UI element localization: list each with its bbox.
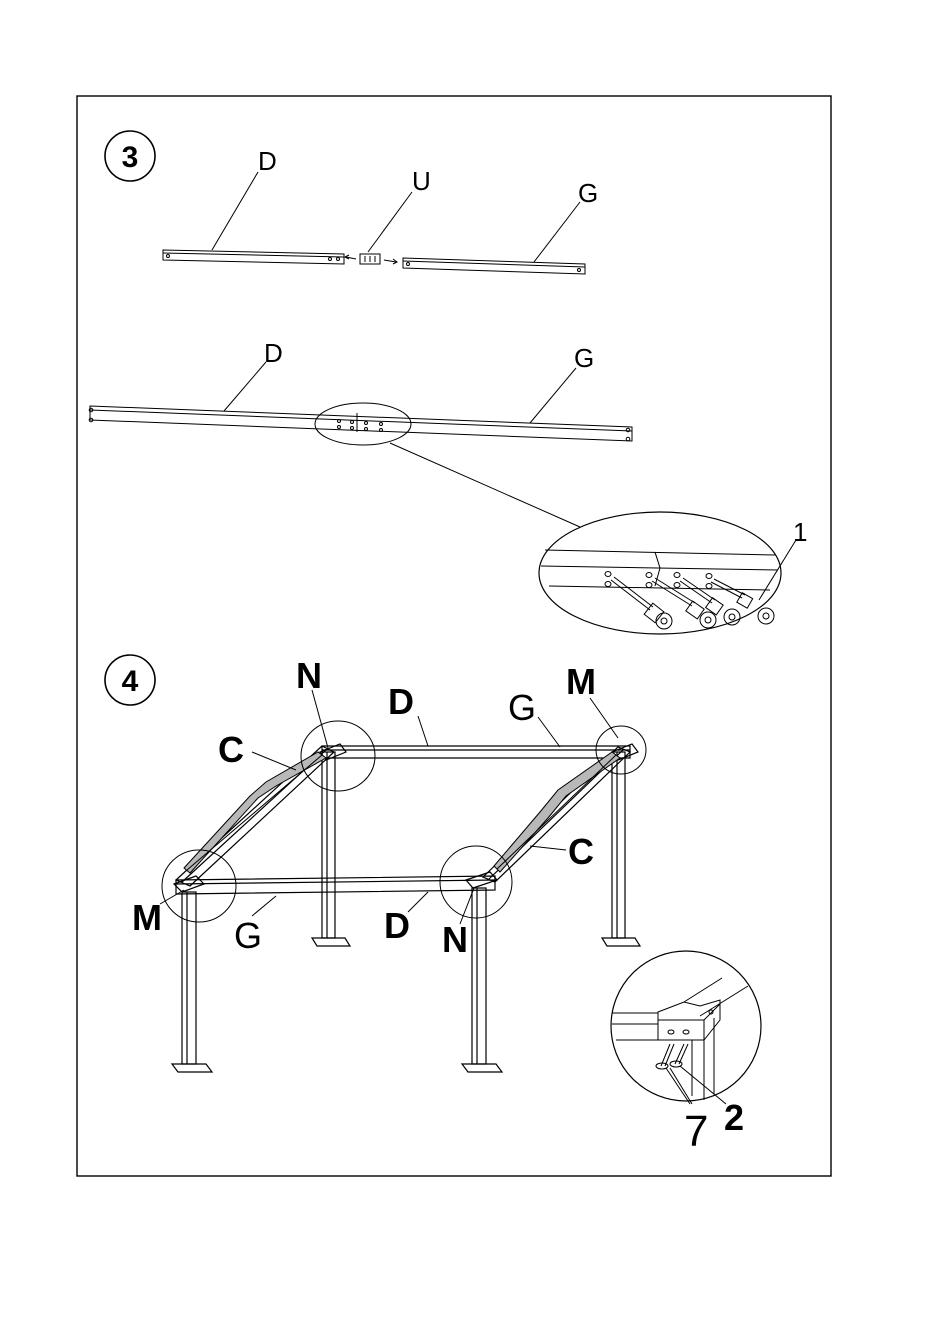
label-part-1: 1 xyxy=(793,517,807,547)
label-d-bottom: D xyxy=(384,905,410,946)
label-u: U xyxy=(412,166,431,196)
label-g-bottom: G xyxy=(234,915,262,956)
label-m-top: M xyxy=(566,661,596,702)
label-part-7: 7 xyxy=(684,1107,708,1156)
step-3-number: 3 xyxy=(122,141,139,174)
brace-c-right xyxy=(494,752,620,872)
label-c-left: C xyxy=(218,729,244,770)
detail-corner-bolts: 7 2 xyxy=(611,951,761,1156)
label-m-left: M xyxy=(132,897,162,938)
label-g-top: G xyxy=(508,687,536,728)
label-d-top: D xyxy=(258,146,277,176)
step-3: 3 D U G xyxy=(89,131,807,634)
label-n-bottom: N xyxy=(442,919,468,960)
step-4-number: 4 xyxy=(122,665,139,698)
label-d-mid: D xyxy=(264,338,283,368)
beam-d-top xyxy=(163,250,344,264)
beam-g-top xyxy=(403,258,585,274)
page-frame xyxy=(77,96,831,1176)
label-c-right: C xyxy=(568,831,594,872)
label-d-top: D xyxy=(388,681,414,722)
label-g-top: G xyxy=(578,178,598,208)
step-4: 4 xyxy=(105,655,761,1156)
joined-beam xyxy=(89,406,632,441)
label-n-top: N xyxy=(296,655,322,696)
detail-bolts: 1 xyxy=(539,512,807,634)
label-part-2: 2 xyxy=(724,1097,744,1138)
label-g-mid: G xyxy=(574,343,594,373)
joint-n-bottom xyxy=(440,846,512,918)
connector-u xyxy=(345,254,397,264)
joint-highlight xyxy=(315,403,411,445)
brace-c-left xyxy=(184,752,326,873)
